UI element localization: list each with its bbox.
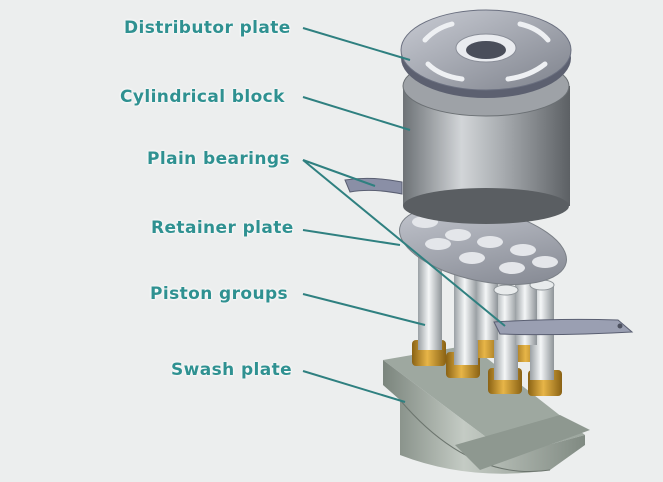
leader-lines xyxy=(302,27,506,403)
leader-retainer-plate xyxy=(302,229,401,246)
leader-piston-groups xyxy=(302,293,426,326)
label-plain-bearings: Plain bearings xyxy=(147,149,290,169)
label-piston-groups: Piston groups xyxy=(150,284,289,304)
label-distributor-plate: Distributor plate xyxy=(124,18,291,38)
distributor-plate-part xyxy=(400,9,572,98)
swash-plate-part xyxy=(383,345,590,474)
leader-plain-bearings-lower xyxy=(302,159,506,327)
leader-plain-bearings-upper xyxy=(302,159,376,187)
leader-distributor-plate xyxy=(302,27,411,61)
label-cylindrical-block: Cylindrical block xyxy=(120,87,285,107)
leader-swash-plate xyxy=(302,370,406,403)
label-swash-plate: Swash plate xyxy=(171,360,293,380)
leader-cylindrical-block xyxy=(302,96,411,131)
label-retainer-plate: Retainer plate xyxy=(151,218,294,238)
cylindrical-block-part xyxy=(402,55,570,224)
